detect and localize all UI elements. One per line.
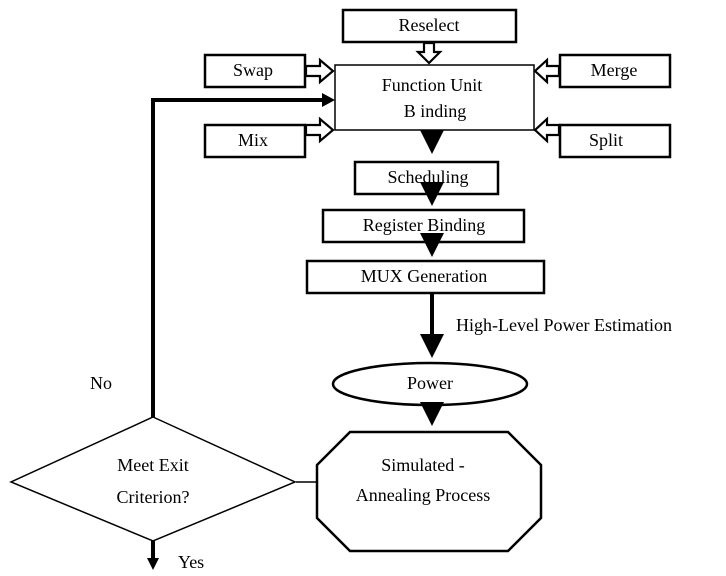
swap-box xyxy=(203,53,307,89)
yes-arrowhead xyxy=(147,558,159,570)
merge-arrow xyxy=(533,57,561,85)
exit-criterion-label-2: Criterion? xyxy=(117,487,190,507)
mix-arrow xyxy=(304,116,335,144)
split-arrow xyxy=(533,116,561,144)
power-label: Power xyxy=(407,373,453,393)
swap-arrow xyxy=(304,57,335,85)
reselect-label: Reselect xyxy=(399,15,460,35)
mux-generation-label: MUX Generation xyxy=(361,266,487,286)
yes-label: Yes xyxy=(178,552,204,572)
mix-label: Mix xyxy=(238,130,268,150)
power-estimation-label: High-Level Power Estimation xyxy=(456,315,672,335)
reselect-arrow xyxy=(415,41,443,65)
no-loop-line xyxy=(151,98,322,417)
fu-binding-label-2: B inding xyxy=(404,101,467,121)
mux-generation-box xyxy=(305,259,546,295)
split-label: Split xyxy=(589,130,623,150)
mix-box xyxy=(203,123,307,159)
swap-label: Swap xyxy=(233,60,273,80)
exit-criterion-diamond xyxy=(9,416,297,542)
fu-binding-label-1: Function Unit xyxy=(382,75,483,95)
no-label: No xyxy=(90,373,112,393)
simulated-annealing-label-1: Simulated - xyxy=(381,455,465,475)
split-box xyxy=(558,123,672,159)
scheduling-label: Scheduling xyxy=(388,167,469,187)
merge-label: Merge xyxy=(591,60,638,80)
no-loop-arrowhead xyxy=(322,93,335,107)
register-binding-label: Register Binding xyxy=(363,215,486,235)
exit-criterion-label-1: Meet Exit xyxy=(117,455,188,475)
simulated-annealing-label-2: Annealing Process xyxy=(356,485,490,505)
